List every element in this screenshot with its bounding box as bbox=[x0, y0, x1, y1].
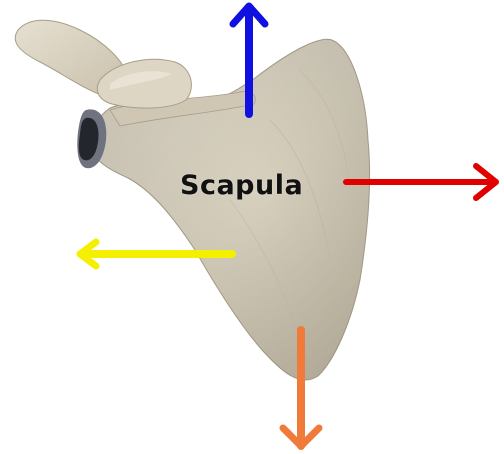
scapula-bone bbox=[15, 20, 369, 380]
